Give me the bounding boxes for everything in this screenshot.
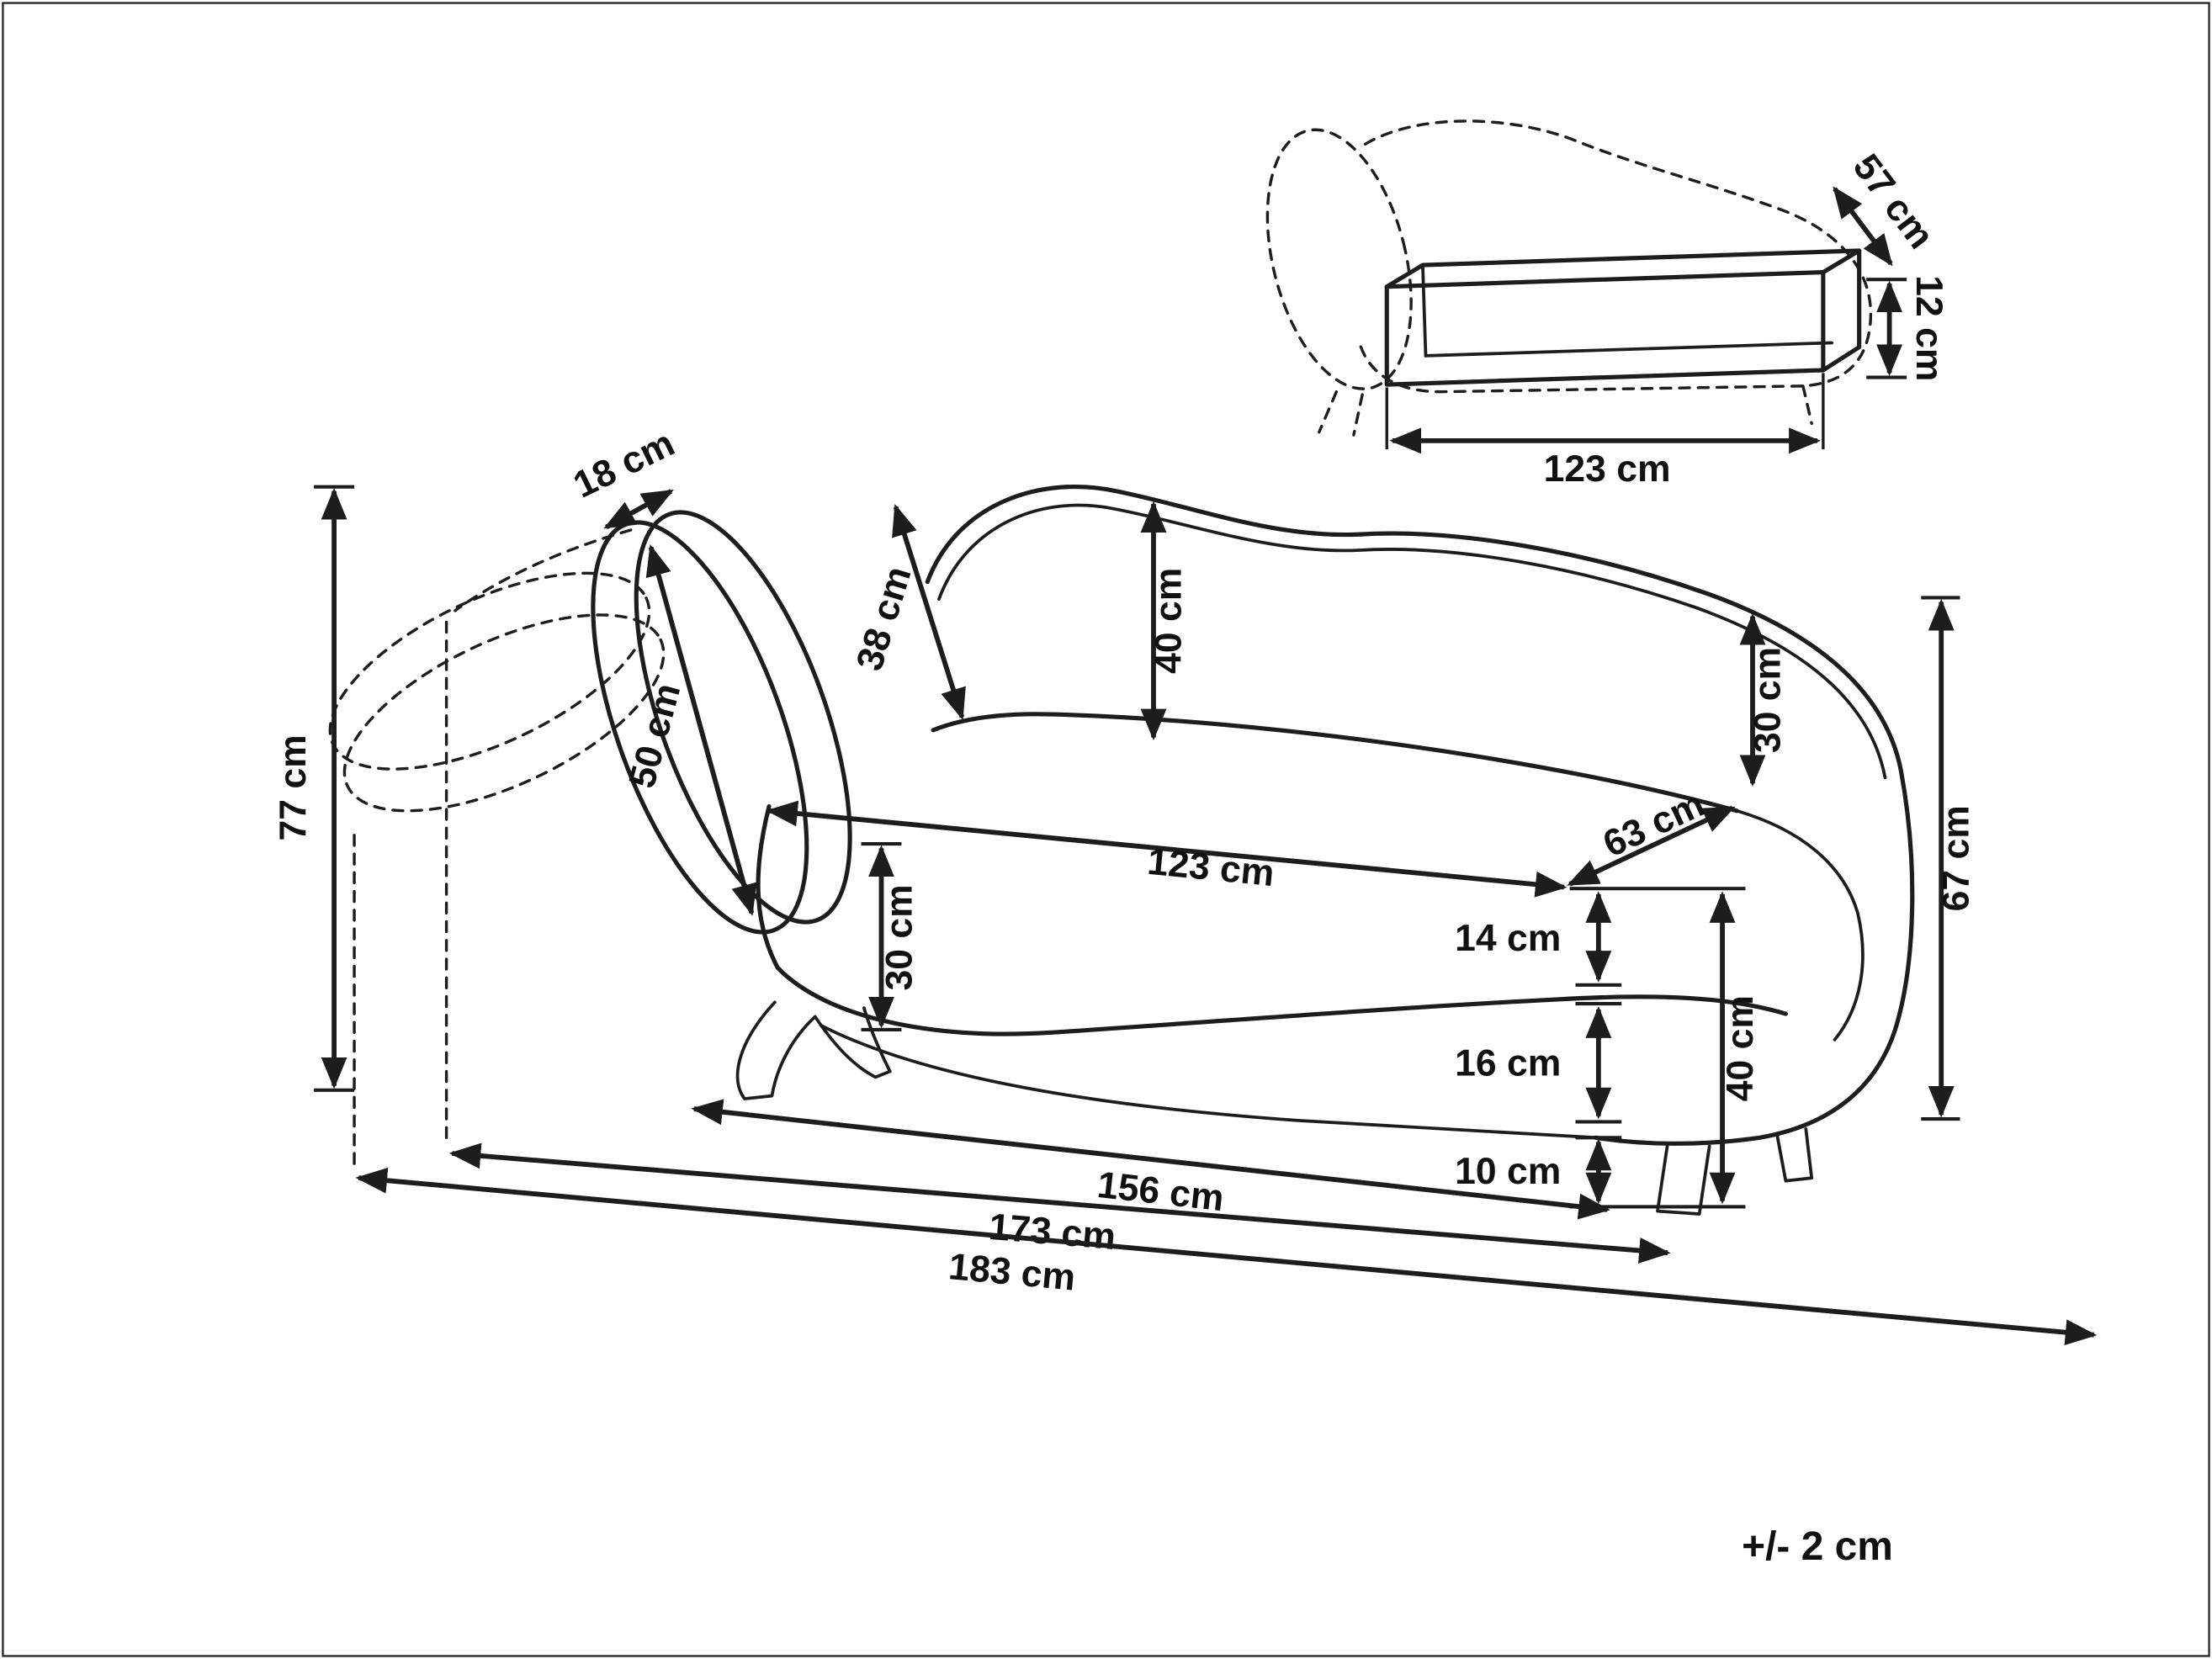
cushion-bottom-seam bbox=[775, 965, 1788, 1036]
tolerance-note: +/- 2 cm bbox=[1742, 1524, 1893, 1569]
dim-line-pillow-thickness bbox=[603, 489, 674, 530]
storage-box-floor bbox=[1424, 341, 1834, 358]
chaise-back-piping bbox=[937, 503, 1887, 780]
dim-front-height: 30 cm bbox=[861, 842, 920, 1031]
dim-seat-depth: 63 cm bbox=[1567, 783, 1736, 887]
dim-inset-length: 123 cm bbox=[1385, 373, 1825, 490]
inset-leg-a bbox=[1318, 390, 1339, 434]
front-left-leg bbox=[735, 1000, 892, 1100]
pillow-motion-arc bbox=[454, 528, 633, 612]
dim-label-pillow-width: 38 cm bbox=[849, 562, 920, 676]
dim-inset-height: 12 cm bbox=[1866, 275, 1949, 381]
dim-line-seat-depth bbox=[1567, 805, 1736, 887]
storage-box-rim bbox=[1384, 248, 1862, 289]
dim-label-inset-height: 12 cm bbox=[1908, 275, 1949, 381]
dimension-annotations: 18 cm 38 cm 50 cm 40 cm 30 cm 67 cm bbox=[273, 146, 2098, 1346]
dim-label-front-height: 30 cm bbox=[878, 884, 920, 990]
dim-label-inset-depth: 57 cm bbox=[1845, 146, 1942, 256]
inset-pillow bbox=[1265, 128, 1413, 390]
dim-line-pillow-length bbox=[645, 543, 757, 916]
reclined-pillow-top bbox=[328, 571, 651, 771]
dim-total-height: 77 cm bbox=[273, 485, 355, 1092]
seat-back-edge bbox=[931, 712, 1739, 814]
dim-label-side-height: 67 cm bbox=[1936, 805, 1977, 911]
storage-box-inner-left bbox=[1421, 266, 1428, 358]
storage-box-end bbox=[1821, 248, 1862, 373]
dim-inset-depth: 57 cm bbox=[1833, 146, 1942, 267]
dim-seat-length: 123 cm bbox=[766, 800, 1567, 898]
reclined-pillow-construction bbox=[328, 528, 666, 1171]
dim-label-length-b: 173 cm bbox=[987, 1206, 1117, 1258]
body-left-edge bbox=[756, 804, 780, 970]
inset-leg-b bbox=[1352, 393, 1364, 437]
dim-line-length-c bbox=[355, 1167, 2098, 1346]
dim-backrest-height: 40 cm bbox=[1140, 501, 1190, 741]
dim-line-inset-depth bbox=[1833, 186, 1893, 267]
dim-label-length-c: 183 cm bbox=[947, 1246, 1077, 1298]
dim-line-pillow-width bbox=[892, 504, 966, 721]
chaise-back-outer-edge bbox=[925, 485, 1915, 1146]
dim-label-seat-depth: 63 cm bbox=[1597, 783, 1711, 866]
front-right-leg bbox=[1656, 1142, 1711, 1216]
storage-box bbox=[1384, 248, 1862, 387]
inset-chaise-silhouette bbox=[1265, 119, 1873, 437]
storage-box-front bbox=[1384, 270, 1826, 387]
dim-label-total-height: 77 cm bbox=[273, 734, 314, 840]
storage-inset bbox=[1265, 119, 1873, 437]
dim-label-backrest-height: 40 cm bbox=[1148, 568, 1190, 674]
dim-label-end-height: 40 cm bbox=[1720, 995, 1761, 1101]
dim-label-base-height: 16 cm bbox=[1455, 1043, 1561, 1084]
dim-line-seat-length bbox=[766, 800, 1567, 898]
foot-end-edge bbox=[1735, 808, 1865, 1042]
dim-label-leg-height: 10 cm bbox=[1455, 1151, 1561, 1192]
inset-body-outline bbox=[1358, 119, 1873, 394]
dim-pillow-width: 38 cm bbox=[849, 504, 966, 721]
dim-label-arm-height: 30 cm bbox=[1748, 647, 1789, 753]
dim-arm-height: 30 cm bbox=[1739, 612, 1789, 787]
inset-leg-c bbox=[1801, 384, 1813, 426]
dim-length-c: 183 cm bbox=[355, 1167, 2098, 1346]
dim-pillow-thickness: 18 cm bbox=[567, 422, 681, 530]
dim-label-seat-length: 123 cm bbox=[1146, 841, 1276, 894]
dim-label-inset-length: 123 cm bbox=[1544, 448, 1671, 490]
dim-right-stack: 14 cm 16 cm 10 cm 40 cm bbox=[1455, 887, 1761, 1209]
dim-side-height: 67 cm bbox=[1921, 596, 1977, 1121]
rear-right-leg bbox=[1775, 1127, 1814, 1183]
dim-label-cushion-height: 14 cm bbox=[1455, 918, 1561, 959]
